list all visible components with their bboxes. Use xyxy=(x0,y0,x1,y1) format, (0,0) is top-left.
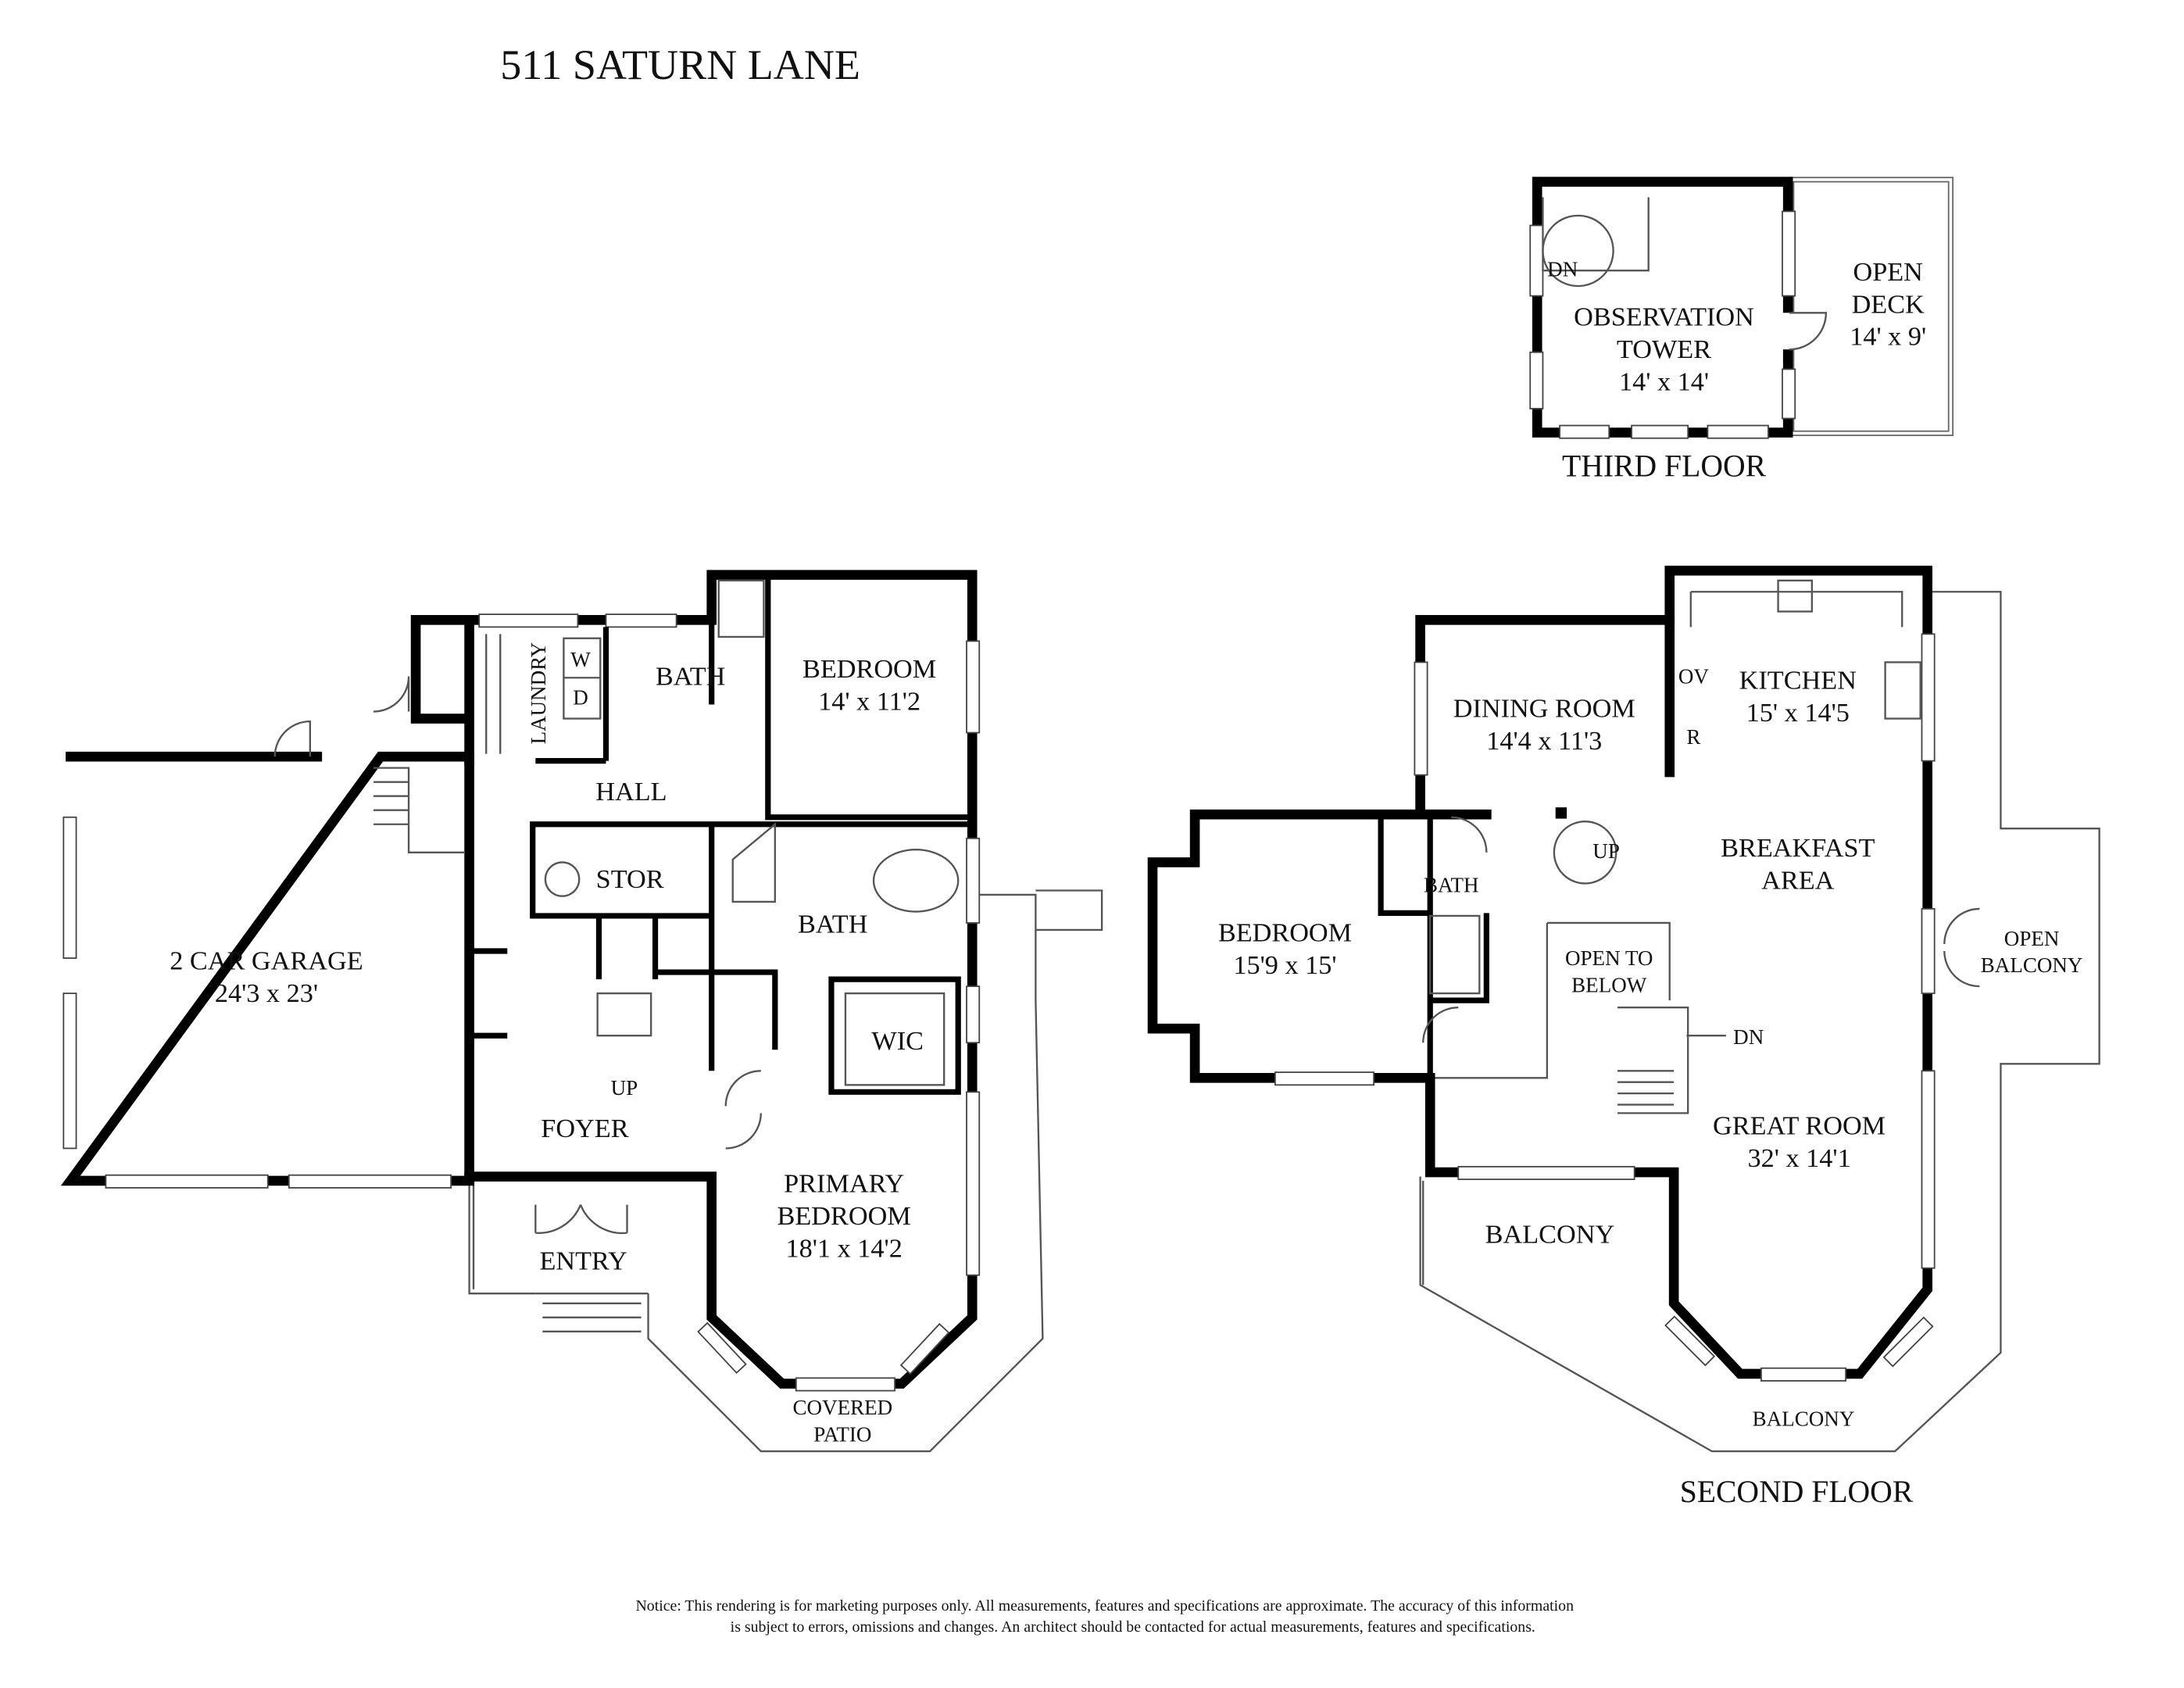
room-name: DECK xyxy=(1852,289,1925,319)
plan-title: 511 SATURN LANE xyxy=(500,41,860,88)
room-name: HALL xyxy=(595,777,667,806)
room-name: ENTRY xyxy=(539,1246,627,1276)
room-size: 32' x 14'1 xyxy=(1747,1143,1850,1173)
stair-dn-label: DN xyxy=(1547,257,1578,281)
room-size: 15'9 x 15' xyxy=(1233,950,1336,980)
floor-label: SECOND FLOOR xyxy=(1680,1475,1914,1509)
room-size: 14' x 11'2 xyxy=(818,687,920,717)
second-floor: DINING ROOM 14'4 x 11'3 KITCHEN 15' x 14… xyxy=(1147,565,2100,1509)
room-name: COVERED xyxy=(793,1396,893,1419)
room-size: 14'4 x 11'3 xyxy=(1486,726,1602,756)
room-name: STOR xyxy=(596,864,664,894)
room-name: BATH xyxy=(656,661,725,691)
room-name: BALCONY xyxy=(1753,1407,1855,1431)
notice-text: Notice: This rendering is for marketing … xyxy=(635,1597,1574,1615)
room-name: AREA xyxy=(1761,866,1835,896)
room-name: BEDROOM xyxy=(802,654,936,684)
room-name: WIC xyxy=(871,1026,924,1056)
room-name: DINING ROOM xyxy=(1453,694,1635,724)
notice-text: is subject to errors, omissions and chan… xyxy=(731,1618,1535,1636)
dryer-label: D xyxy=(573,686,588,710)
room-name: FOYER xyxy=(541,1114,628,1143)
room-size: 18'1 x 14'2 xyxy=(785,1233,902,1263)
room-name: BALCONY xyxy=(1485,1219,1615,1249)
floor-label: THIRD FLOOR xyxy=(1562,449,1767,483)
spiral-stair xyxy=(1542,197,1650,272)
third-floor: DN OBSERVATION TOWER 14' x 14' OPEN DECK… xyxy=(1529,177,1954,483)
room-size: 15' x 14'5 xyxy=(1746,698,1850,728)
room-size: 24'3 x 23' xyxy=(215,978,318,1008)
room-name: BATH xyxy=(798,910,867,939)
room-name: KITCHEN xyxy=(1739,666,1857,696)
room-name: BEDROOM xyxy=(1218,917,1352,947)
room-name: PATIO xyxy=(813,1422,871,1446)
room-name: PRIMARY xyxy=(784,1168,904,1198)
room-name: BREAKFAST xyxy=(1721,833,1875,863)
room-name: BEDROOM xyxy=(777,1201,911,1231)
room-name: LAUNDRY xyxy=(527,642,550,745)
room-name: OPEN xyxy=(1853,257,1922,287)
room-name: BALCONY xyxy=(1981,953,2083,977)
room-name: OPEN TO xyxy=(1565,946,1653,970)
spiral-stair-icon xyxy=(1542,214,1614,288)
room-name: OPEN xyxy=(2004,927,2060,950)
room-name: 2 CAR GARAGE xyxy=(170,946,363,975)
fridge-label: R xyxy=(1686,725,1700,749)
first-floor: 2 CAR GARAGE 24'3 x 23' LAUNDRY W D BATH… xyxy=(60,570,1103,1453)
room-name: TOWER xyxy=(1617,334,1711,364)
washer-label: W xyxy=(570,648,591,671)
stair-up-label: UP xyxy=(1592,839,1620,863)
stair-up-label: UP xyxy=(611,1076,638,1100)
room-name: OBSERVATION xyxy=(1574,302,1754,331)
room-size: 14' x 9' xyxy=(1850,322,1926,352)
oven-label: OV xyxy=(1678,664,1710,688)
room-name: BATH xyxy=(1424,873,1479,896)
room-name: GREAT ROOM xyxy=(1713,1110,1886,1140)
room-name: BELOW xyxy=(1571,973,1647,996)
spiral-stair-icon xyxy=(1553,820,1617,885)
stair-dn-label: DN xyxy=(1733,1025,1764,1049)
room-size: 14' x 14' xyxy=(1619,367,1709,396)
